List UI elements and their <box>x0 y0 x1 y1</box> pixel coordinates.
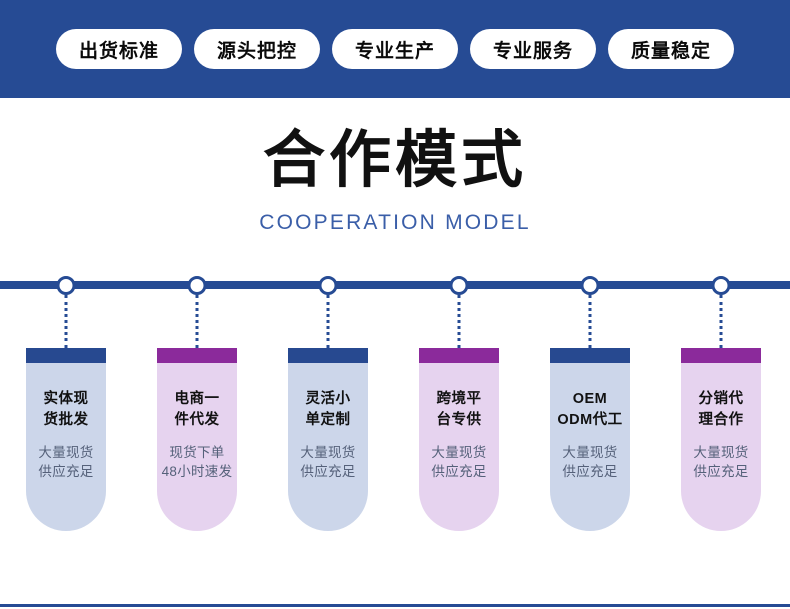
cooperation-card[interactable]: 跨境平台专供大量现货供应充足04 <box>419 348 499 531</box>
timeline-connector <box>326 295 330 348</box>
timeline-node <box>56 276 76 295</box>
card-title-line: 货批发 <box>43 411 89 428</box>
card-title-line: 分销代 <box>698 391 744 407</box>
feature-pill[interactable]: 质量稳定 <box>608 29 734 69</box>
timeline-node <box>187 276 207 295</box>
timeline-connector <box>588 295 592 348</box>
timeline-node <box>580 276 600 295</box>
card-description-line: 供应充足 <box>693 464 749 480</box>
timeline-node <box>449 276 469 295</box>
card-body: 实体现货批发大量现货供应充足 <box>26 363 106 531</box>
feature-banner: 出货标准源头把控专业生产专业服务质量稳定 <box>0 0 790 98</box>
bottom-divider <box>0 604 790 607</box>
card-title: 电商一件代发 <box>175 389 220 430</box>
feature-pill[interactable]: 源头把控 <box>194 29 320 69</box>
card-body: 分销代理合作大量现货供应充足 <box>681 363 761 531</box>
card-description-line: 供应充足 <box>431 464 487 480</box>
feature-pill[interactable]: 专业服务 <box>470 29 596 69</box>
card-description: 大量现货供应充足 <box>38 444 93 482</box>
card-body: 跨境平台专供大量现货供应充足 <box>419 363 499 531</box>
feature-pill[interactable]: 出货标准 <box>56 29 182 69</box>
card-title: 实体现货批发 <box>44 389 89 430</box>
card-title: 跨境平台专供 <box>437 389 482 430</box>
card-title: 分销代理合作 <box>699 389 744 430</box>
card-title-line: 实体现 <box>43 391 89 407</box>
card-body: 电商一件代发现货下单 48小时速发 <box>157 363 237 531</box>
cooperation-card[interactable]: 电商一件代发现货下单48小时速发02 <box>157 348 237 531</box>
heading-block: 合作模式 COOPERATION MODEL <box>0 98 790 235</box>
card-title: 灵活小单定制 <box>306 389 351 430</box>
card-title-line: 件代发 <box>174 411 220 428</box>
card-header-bar <box>550 348 630 363</box>
card-description: 大量现货供应充足 <box>431 444 486 482</box>
card-description-line: 现货下单 <box>169 445 225 461</box>
card-header-bar <box>681 348 761 363</box>
timeline-connector <box>195 295 199 348</box>
card-header-bar <box>157 348 237 363</box>
timeline-node <box>711 276 731 295</box>
card-title-line: OEM <box>572 391 608 407</box>
card-body: OEM ODM代工大量现货供应充足 <box>550 363 630 531</box>
cooperation-card[interactable]: 分销代理合作大量现货供应充足06 <box>681 348 761 531</box>
card-description-line: 48小时速发 <box>161 464 233 480</box>
card-description-line: 供应充足 <box>38 464 94 480</box>
card-header-bar <box>419 348 499 363</box>
card-title-line: 理合作 <box>698 411 744 428</box>
card-title-line: 灵活小 <box>305 391 351 407</box>
feature-pill[interactable]: 专业生产 <box>332 29 458 69</box>
timeline-connector <box>457 295 461 348</box>
card-description-line: 大量现货 <box>693 445 749 461</box>
card-description: 大量现货供应充足 <box>693 444 748 482</box>
card-header-bar <box>26 348 106 363</box>
card-body: 灵活小单定制大量现货供应充足 <box>288 363 368 531</box>
timeline-node <box>318 276 338 295</box>
timeline-connector <box>719 295 723 348</box>
card-description-line: 大量现货 <box>300 445 356 461</box>
timeline-connector <box>64 295 68 348</box>
card-header-bar <box>288 348 368 363</box>
card-description: 大量现货供应充足 <box>562 444 617 482</box>
timeline-bar <box>0 281 790 289</box>
cooperation-card[interactable]: OEMODM代工大量现货供应充足05 <box>550 348 630 531</box>
card-description-line: 大量现货 <box>562 445 618 461</box>
card-title-line: ODM代工 <box>557 411 623 428</box>
card-title-line: 单定制 <box>305 411 351 428</box>
card-title: OEM ODM代工 <box>557 389 622 430</box>
card-description-line: 供应充足 <box>300 464 356 480</box>
card-description: 现货下单 48小时速发 <box>162 444 233 482</box>
page-subtitle: COOPERATION MODEL <box>259 211 531 234</box>
card-description-line: 供应充足 <box>562 464 618 480</box>
cooperation-card[interactable]: 实体现货批发大量现货供应充足01 <box>26 348 106 531</box>
card-description-line: 大量现货 <box>431 445 487 461</box>
cooperation-card[interactable]: 灵活小单定制大量现货供应充足03 <box>288 348 368 531</box>
card-title-line: 电商一 <box>174 391 220 407</box>
card-description-line: 大量现货 <box>38 445 94 461</box>
card-title-line: 跨境平 <box>436 391 482 407</box>
card-description: 大量现货供应充足 <box>300 444 355 482</box>
card-title-line: 台专供 <box>436 411 482 428</box>
page-title: 合作模式 <box>262 126 527 195</box>
